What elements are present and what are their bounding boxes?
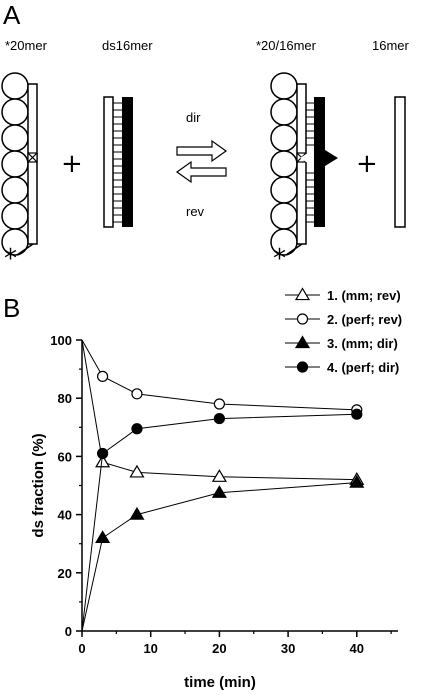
y-tick-label: 0 [65, 624, 72, 639]
left-plus: + [61, 149, 83, 179]
left-probe-strand [27, 83, 38, 245]
legend-label: 4. (perf; dir) [327, 360, 399, 375]
legend-marker [296, 361, 309, 373]
legend-label: 3. (mm; dir) [327, 336, 398, 351]
series-4-line [81, 413, 357, 632]
series-3-line [81, 482, 357, 632]
free-16mer-strand [394, 96, 406, 228]
y-tick-label: 100 [50, 333, 72, 348]
right-probe-strand [296, 83, 307, 245]
reverse-arrow [175, 160, 227, 184]
series-4-point [97, 447, 109, 460]
left-duplex-label: ds16mer [102, 38, 153, 53]
panel-b-label: B [3, 293, 20, 323]
right-bead-column [270, 72, 298, 256]
panel-a-label: A [3, 0, 21, 30]
series-3-point [129, 506, 145, 520]
forward-arrow [176, 139, 228, 163]
left-bead-column [1, 72, 29, 256]
left-linker [16, 243, 34, 256]
right-strand-label: 16mer [372, 38, 410, 53]
legend-marker [296, 313, 309, 325]
legend-marker [294, 287, 311, 301]
left-duplex [103, 96, 133, 228]
left-mismatch-marker [27, 152, 38, 163]
right-bound-strand [300, 97, 338, 227]
legend-label: 2. (perf; rev) [327, 312, 402, 327]
legend-marker [294, 335, 311, 349]
x-tick-label: 10 [143, 641, 157, 656]
y-tick-label: 20 [58, 566, 72, 581]
series-4-point [351, 408, 363, 420]
series-3-point [211, 485, 227, 498]
y-tick-label: 40 [58, 508, 72, 523]
x-tick-label: 20 [212, 641, 226, 656]
series-3-point [95, 530, 111, 544]
right-probe-label: *20/16mer [256, 38, 317, 53]
series-4-point [213, 412, 225, 425]
x-tick-label: 40 [350, 641, 364, 656]
series-1-point [211, 469, 227, 482]
series-1-line [81, 339, 357, 481]
left-probe-label: *20mer [5, 38, 48, 53]
series-1-point [129, 464, 145, 478]
series-2-point [213, 398, 225, 410]
forward-label: dir [186, 110, 201, 125]
chart: 0 20 40 60 80 100 0 10 20 30 40 time (min) ds fracti… [30, 333, 398, 691]
x-tick-label: 30 [281, 641, 295, 656]
x-tick-label: 0 [78, 641, 85, 656]
series-2-point [97, 370, 109, 382]
reverse-label: rev [186, 204, 205, 219]
left-asterisk: * [4, 244, 17, 274]
series-3-point [349, 474, 365, 488]
right-plus: + [356, 149, 378, 179]
y-axis-label: ds fraction (%) [30, 433, 47, 537]
series-4-point [131, 423, 143, 435]
x-axis-label: time (min) [184, 674, 256, 691]
y-tick-label: 80 [58, 391, 72, 406]
legend-label: 1. (mm; rev) [327, 288, 401, 303]
right-asterisk: * [273, 244, 286, 274]
right-linker [285, 243, 303, 256]
series-2-point [131, 388, 143, 400]
chart-legend: 1. (mm; rev) 2. (perf; rev) 3. (mm; dir) 4.… [285, 287, 402, 375]
series-1-point [95, 454, 111, 468]
y-tick-label: 60 [58, 449, 72, 464]
